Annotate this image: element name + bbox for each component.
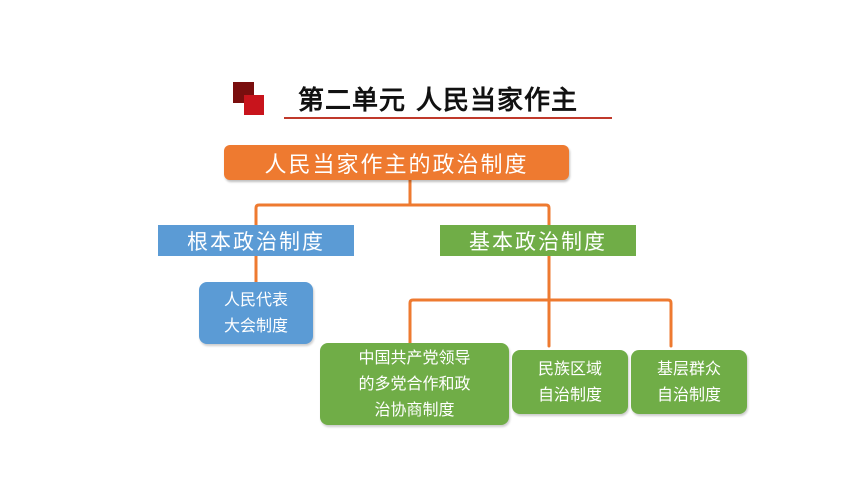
branch-basic-systems: 基本政治制度 bbox=[440, 225, 636, 256]
leaf-peoples-congress: 人民代表 大会制度 bbox=[199, 282, 313, 344]
leaf-grassroots-self-governance: 基层群众 自治制度 bbox=[631, 350, 747, 414]
title-underline bbox=[284, 117, 612, 119]
root-node: 人民当家作主的政治制度 bbox=[224, 145, 569, 180]
page-title: 第二单元 人民当家作主 bbox=[298, 86, 579, 116]
connector-basic-to-leaves bbox=[408, 254, 673, 348]
leaf-regional-ethnic-autonomy: 民族区域 自治制度 bbox=[512, 350, 628, 414]
connector-root-to-branches bbox=[254, 178, 551, 228]
title-bullet-red-square bbox=[244, 95, 264, 115]
branch-fundamental-system: 根本政治制度 bbox=[158, 225, 354, 256]
leaf-multiparty-cooperation: 中国共产党领导 的多党合作和政 治协商制度 bbox=[320, 343, 509, 425]
